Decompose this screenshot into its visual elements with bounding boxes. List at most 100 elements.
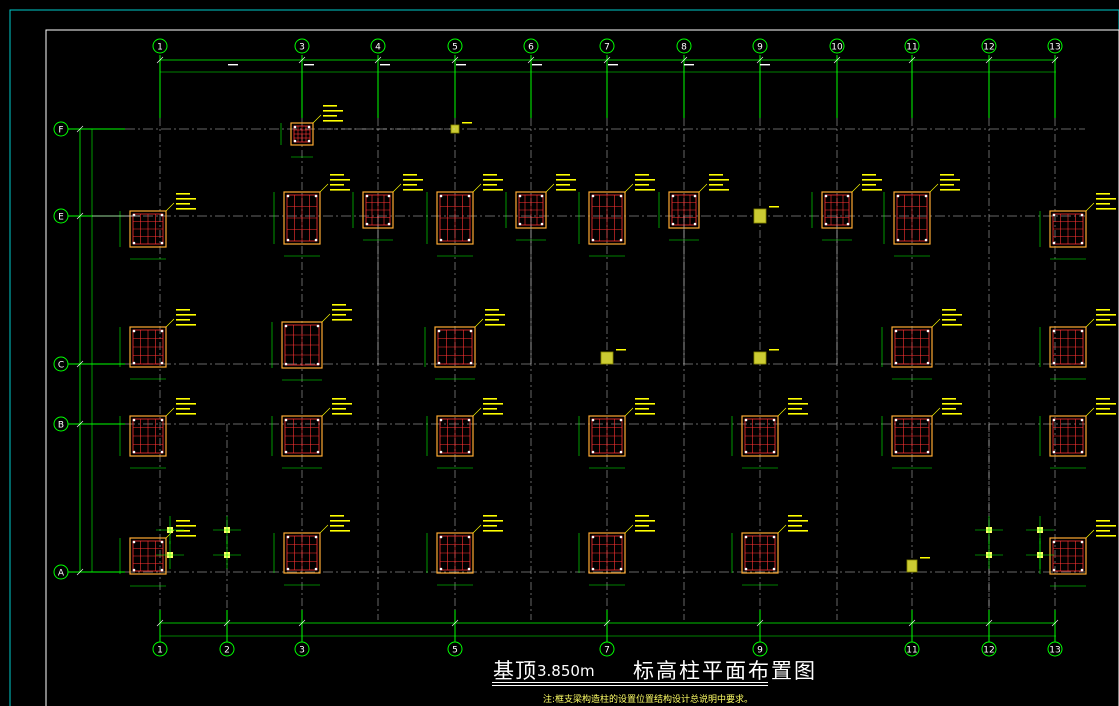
rebar-dot bbox=[284, 418, 288, 422]
column-hoop bbox=[744, 535, 776, 571]
dim-tick bbox=[223, 619, 231, 627]
column-outline bbox=[283, 191, 321, 245]
column-tag-leader bbox=[392, 183, 402, 193]
row-label-C: C bbox=[58, 361, 64, 371]
dim-tick bbox=[603, 56, 611, 64]
rebar-dot bbox=[132, 568, 136, 572]
rebar-dot bbox=[824, 222, 828, 226]
column-tag-text bbox=[788, 403, 808, 405]
column-tag-text bbox=[788, 525, 802, 527]
drawing-title-prefix: 基顶 bbox=[493, 659, 537, 683]
dim-tick bbox=[680, 56, 688, 64]
rebar-dot bbox=[744, 450, 748, 454]
column-tag-text bbox=[485, 309, 499, 311]
rebar-dot bbox=[1080, 568, 1084, 572]
column-tag-text bbox=[330, 189, 350, 191]
rebar-dot bbox=[619, 238, 623, 242]
column-tag-leader bbox=[1085, 318, 1095, 328]
axis-label-top-4: 4 bbox=[375, 43, 381, 53]
axis-label-top-10: 10 bbox=[831, 43, 843, 53]
small-column-tag bbox=[769, 349, 779, 351]
axis-bubble-top-11 bbox=[904, 38, 920, 54]
inner-frame bbox=[45, 29, 1119, 706]
rebar-dot bbox=[467, 238, 471, 242]
column-tag-text bbox=[1096, 403, 1116, 405]
column-tag-text bbox=[940, 184, 954, 186]
row-bubble-C bbox=[53, 356, 69, 372]
rebar-dot bbox=[744, 535, 748, 539]
rebar-dot bbox=[1080, 540, 1084, 544]
column-tag-text bbox=[942, 319, 956, 321]
column-tag-text bbox=[942, 324, 962, 326]
column-tag-text bbox=[403, 189, 423, 191]
rebar-dot bbox=[439, 238, 443, 242]
rebar-dot bbox=[467, 567, 471, 571]
column-tag-text bbox=[1096, 408, 1110, 410]
column-tag-text bbox=[332, 304, 346, 306]
axis-label-top-1: 1 bbox=[157, 43, 163, 53]
column-tag-text bbox=[709, 179, 729, 181]
rebar-dot bbox=[619, 567, 623, 571]
axis-bubble-top-1 bbox=[152, 38, 168, 54]
rebar-dot bbox=[132, 361, 136, 365]
column-hoop bbox=[286, 194, 318, 242]
row-label-A: A bbox=[58, 569, 65, 579]
rebar-dot bbox=[591, 450, 595, 454]
rebar-dot bbox=[894, 450, 898, 454]
column-tag-leader bbox=[624, 407, 634, 417]
rebar-dot bbox=[540, 194, 544, 198]
dim-tick bbox=[156, 619, 164, 627]
column-tag-leader bbox=[777, 524, 787, 534]
column-tag-text bbox=[1096, 535, 1116, 537]
column-tag-text bbox=[323, 105, 337, 107]
column-tag-text bbox=[1096, 208, 1116, 210]
rebar-dot bbox=[671, 194, 675, 198]
dim-tick bbox=[908, 619, 916, 627]
column-tag-text bbox=[323, 110, 343, 112]
rebar-dot bbox=[619, 418, 623, 422]
rebar-dot bbox=[439, 567, 443, 571]
rebar-dot bbox=[160, 361, 164, 365]
axis-label-bottom-11: 11 bbox=[906, 646, 917, 656]
column-tag-text bbox=[940, 179, 960, 181]
column-tag-text bbox=[862, 179, 882, 181]
column-tag-text bbox=[556, 179, 576, 181]
column-tag-text bbox=[485, 319, 499, 321]
column-hoop bbox=[284, 324, 320, 366]
rebar-dot bbox=[744, 567, 748, 571]
dim-tick bbox=[451, 619, 459, 627]
column-tag-text bbox=[330, 515, 344, 517]
dim-tick bbox=[985, 619, 993, 627]
rebar-dot bbox=[286, 535, 290, 539]
column-tag-text bbox=[176, 398, 190, 400]
axis-bubble-bottom-9 bbox=[752, 641, 768, 657]
rebar-dot bbox=[1052, 329, 1056, 333]
axis-label-bottom-1: 1 bbox=[157, 646, 163, 656]
column-tag-text bbox=[483, 520, 503, 522]
rebar-dot bbox=[926, 450, 930, 454]
small-column-4 bbox=[906, 559, 918, 573]
axis-bubble-bottom-11 bbox=[904, 641, 920, 657]
small-column-2 bbox=[600, 351, 614, 365]
rebar-dot bbox=[316, 450, 320, 454]
column-tag-text bbox=[176, 525, 196, 527]
axis-bubble-bottom-3 bbox=[294, 641, 310, 657]
column-tag-leader bbox=[472, 407, 482, 417]
column-tag-leader bbox=[165, 202, 175, 212]
column-tag-text bbox=[1096, 198, 1116, 200]
rebar-dot bbox=[671, 222, 675, 226]
rebar-dot bbox=[160, 540, 164, 544]
rebar-dot bbox=[619, 450, 623, 454]
column-tag-text bbox=[942, 398, 956, 400]
column-outline bbox=[283, 532, 321, 574]
column-tag-text bbox=[330, 520, 350, 522]
column-tag-text bbox=[176, 203, 190, 205]
axis-label-bottom-7: 7 bbox=[604, 646, 610, 656]
dim-label-mark bbox=[532, 64, 542, 66]
column-hoop bbox=[591, 194, 623, 242]
column-tag-text bbox=[556, 184, 570, 186]
column-tag-text bbox=[176, 520, 190, 522]
axis-label-top-12: 12 bbox=[983, 43, 994, 53]
column-tag-text bbox=[788, 413, 808, 415]
column-tag-text bbox=[483, 525, 497, 527]
